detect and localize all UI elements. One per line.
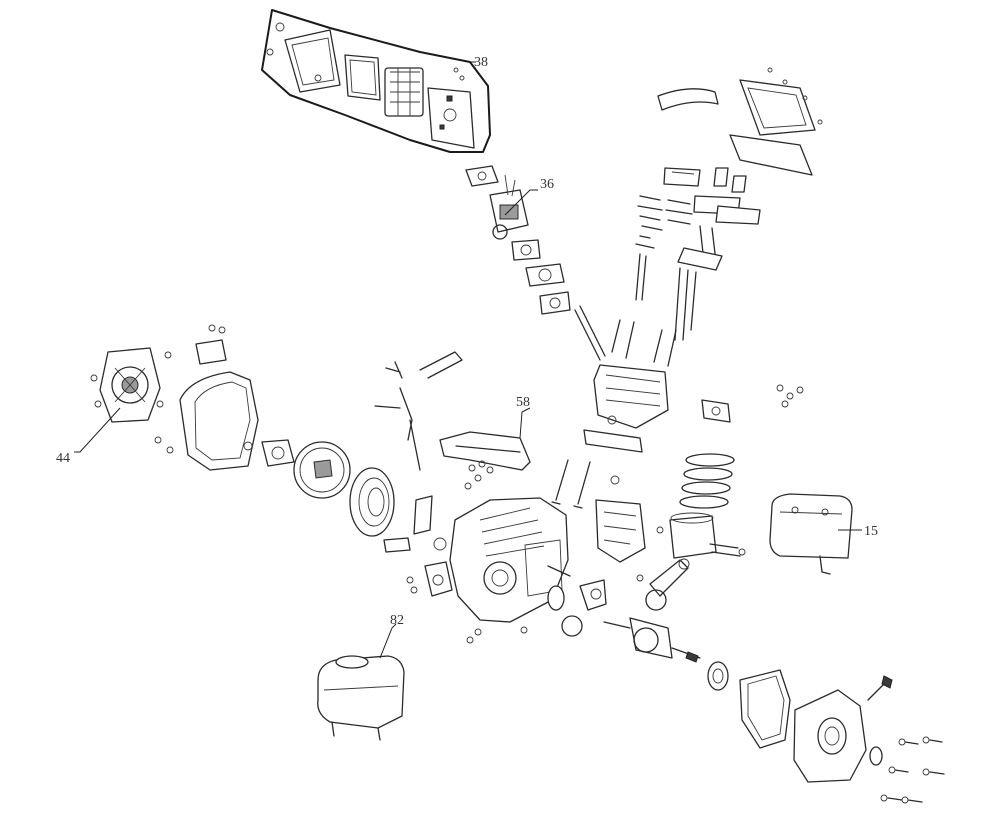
connecting-rod [636, 558, 690, 611]
callout-15: 15 [864, 524, 878, 539]
crank-bearing [707, 661, 729, 691]
callout-leaders [74, 61, 862, 659]
callout-82: 82 [390, 613, 404, 628]
callout-58: 58 [516, 395, 530, 410]
recoil-starter-assembly [90, 347, 172, 423]
callout-38: 38 [474, 55, 488, 70]
callout-44: 44 [56, 451, 70, 466]
throttle-linkage [374, 351, 531, 490]
governor-assembly [406, 561, 453, 597]
carburetor-assembly [465, 165, 571, 315]
fan-shroud [154, 324, 259, 471]
crankcase-cover [793, 675, 893, 783]
cylinder-head-assembly [574, 67, 823, 453]
crankcase-block [433, 497, 569, 644]
air-filter-assembly [261, 9, 491, 153]
fuel-tank [317, 655, 405, 741]
callout-36: 36 [540, 177, 554, 192]
camshaft-assembly [547, 565, 607, 637]
muffler [769, 493, 853, 575]
fan-wheel [293, 441, 351, 499]
piston-assembly [656, 453, 746, 559]
crankcase-gasket [739, 669, 791, 749]
crankshaft [603, 617, 701, 663]
starter-pulley [243, 439, 295, 467]
flywheel [349, 467, 395, 537]
valves [551, 459, 646, 563]
cover-bolts [880, 736, 945, 804]
ignition-coil [383, 495, 433, 553]
